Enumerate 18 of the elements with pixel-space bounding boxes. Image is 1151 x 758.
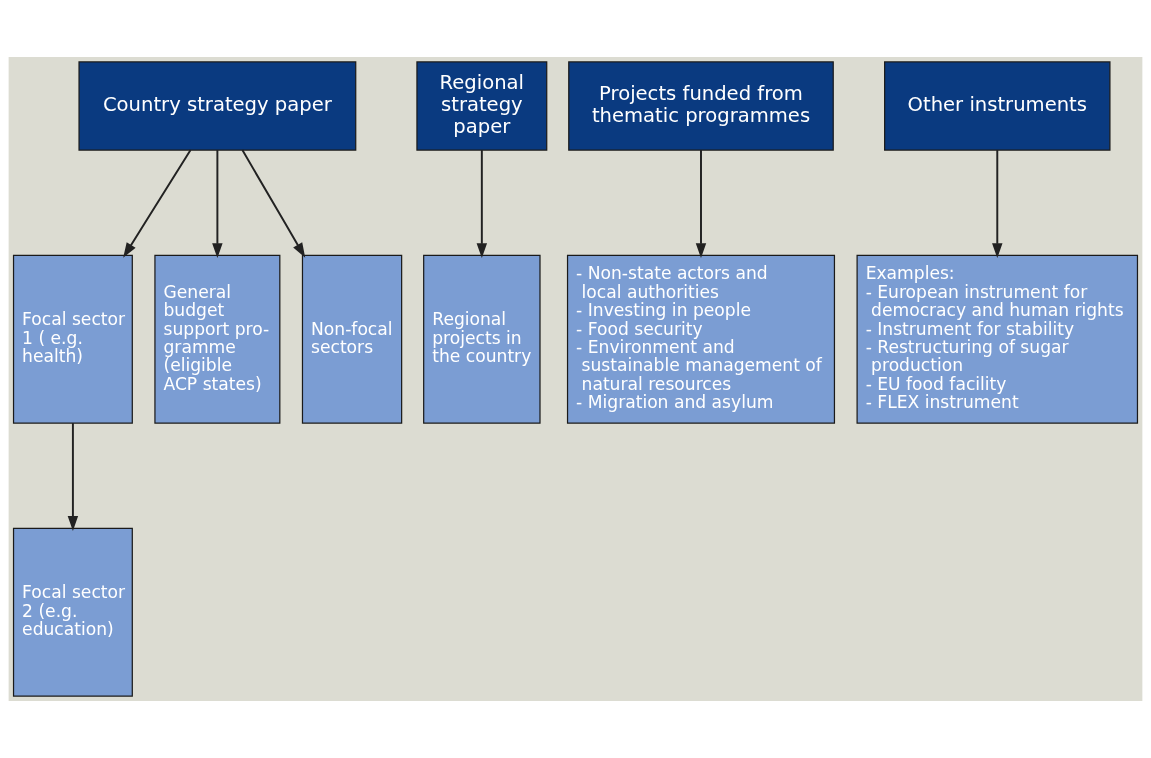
node-box: Regional projects in the country (423, 254, 541, 424)
node-box: Other instruments (884, 61, 1111, 151)
node-box: Country strategy paper (78, 61, 357, 151)
node-box: General budget support pro- gramme (eligible ACP states) (154, 254, 281, 424)
arrow (992, 149, 1003, 259)
node-box: Non-focal sectors (301, 254, 403, 424)
arrow (241, 149, 306, 258)
arrow (67, 422, 79, 531)
arrow (123, 149, 192, 258)
node-box: - Non-state actors and local authorities - Investing in people - Food security - Environment and sustainable management of natural resources - Migration and asylum (566, 254, 836, 424)
arrow (695, 149, 707, 259)
node-box: Focal sector 2 (e.g. education) (12, 527, 133, 697)
arrow (212, 149, 223, 259)
node-box: Projects funded from thematic programmes (568, 61, 834, 151)
node-box: Examples: - European instrument for democracy and human rights - Instrument for stability - Restructuring of sugar production - EU food facility - FLEX instrument (856, 254, 1139, 424)
arrow (476, 149, 488, 259)
node-box: Focal sector 1 ( e.g. health) (12, 254, 133, 424)
node-box: Regional strategy paper (416, 61, 548, 151)
